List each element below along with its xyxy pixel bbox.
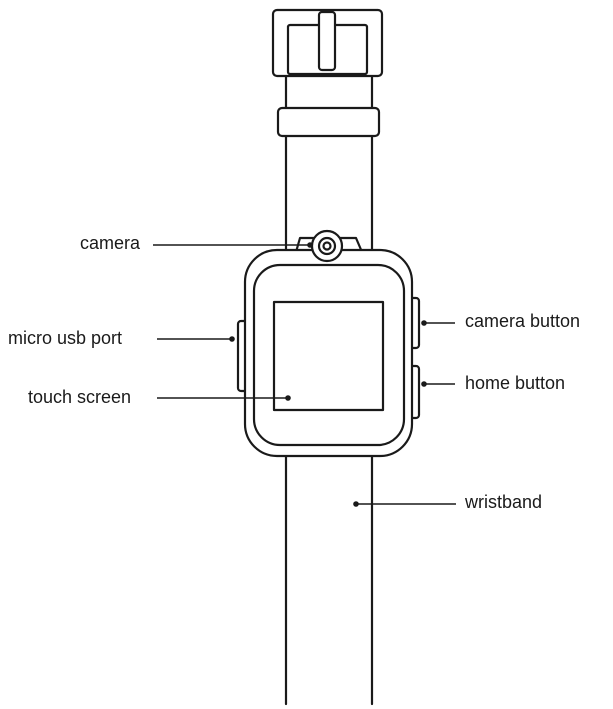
callout-camera: camera xyxy=(80,233,313,253)
watch-strap-top xyxy=(284,74,374,252)
label-wristband: wristband xyxy=(464,492,542,512)
strap-loop xyxy=(276,106,381,138)
watch-strap-bottom xyxy=(284,450,374,706)
label-camera-button: camera button xyxy=(465,311,580,331)
label-home-button: home button xyxy=(465,373,565,393)
buckle xyxy=(271,8,384,78)
label-micro-usb-port: micro usb port xyxy=(8,328,122,348)
touch-screen-shape xyxy=(272,300,385,412)
callout-micro-usb-port: micro usb port xyxy=(8,328,235,348)
label-touch-screen: touch screen xyxy=(28,387,131,407)
label-camera: camera xyxy=(80,233,141,253)
callout-touch-screen: touch screen xyxy=(28,387,291,407)
callout-home-button: home button xyxy=(421,373,565,393)
camera-lens xyxy=(310,229,344,263)
callout-camera-button: camera button xyxy=(421,311,580,331)
callout-wristband: wristband xyxy=(353,492,542,512)
